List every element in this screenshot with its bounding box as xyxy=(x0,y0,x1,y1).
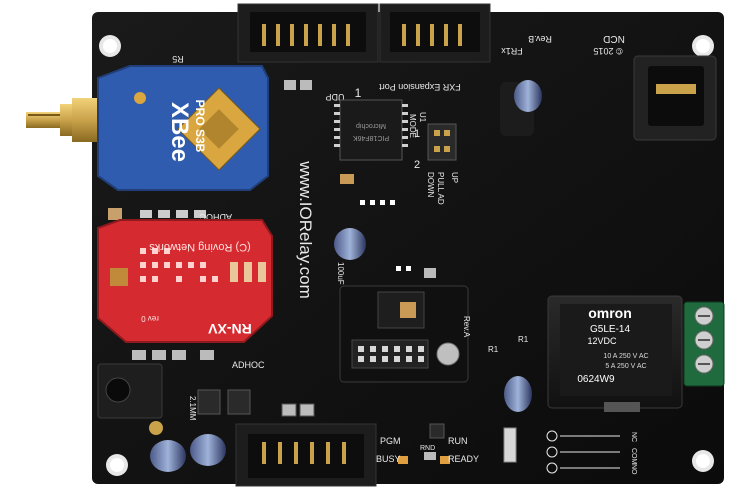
diode xyxy=(503,427,517,463)
right-connector xyxy=(633,55,717,141)
sma-antenna-connector xyxy=(26,98,98,142)
udp-label: UDP xyxy=(325,92,344,102)
status-leds xyxy=(398,423,450,464)
ic-part-text: PIC18F46K xyxy=(353,134,390,141)
relay-brand-text: omron xyxy=(588,305,632,321)
led-row-top xyxy=(108,208,206,220)
rnd-label: RND xyxy=(420,445,435,452)
run-label: RUN xyxy=(448,436,468,446)
mounting-holes xyxy=(99,35,714,476)
pull-ad-label: PULL AD xyxy=(436,172,445,205)
r5-label: R5 xyxy=(172,54,184,64)
bottom-box-header xyxy=(235,423,377,487)
relay-code-text: 0624W9 xyxy=(577,374,615,385)
busy-label: BUSY xyxy=(376,454,401,464)
smd-components-middle xyxy=(340,174,436,278)
relay-voltage-text: 12VDC xyxy=(587,336,617,346)
mode-label: MODE xyxy=(408,114,417,138)
omron-relay xyxy=(547,295,683,412)
com-label: COM xyxy=(630,448,637,465)
pgm-label: PGM xyxy=(380,436,401,446)
top-box-headers xyxy=(237,3,491,63)
relay-contact-diagram xyxy=(546,430,620,474)
website-silkscreen: www.IORelay.com xyxy=(296,160,315,299)
no-label: NO xyxy=(630,464,637,475)
relay-model-text: G5LE-14 xyxy=(590,324,630,335)
adhoc-bottom-label: ADHOC xyxy=(232,360,265,370)
daughter-board xyxy=(339,285,469,383)
relay-rating-1-text: 10 A 250 V AC xyxy=(603,353,648,360)
fr-label: FR1x xyxy=(501,46,523,56)
ic-brand-text: Microchip xyxy=(356,122,386,129)
ready-label: READY xyxy=(448,454,479,464)
terminal-block xyxy=(683,301,725,387)
capacitors-bottom-left xyxy=(150,434,226,472)
ncd-label: NCD xyxy=(603,33,625,44)
daughter-rev-label: Rev.A xyxy=(462,316,471,338)
capacitors-middle xyxy=(334,80,542,412)
r1-right-label: R1 xyxy=(518,335,529,344)
cap-value-label: 100uF xyxy=(336,262,345,285)
down-label: DOWN xyxy=(426,172,435,198)
xbee-module xyxy=(97,65,269,191)
adhoc-top-label: ADHOC xyxy=(199,212,232,222)
power-jack xyxy=(97,363,163,435)
rn-xv-model-text: RN-XV xyxy=(208,321,252,337)
xbee-model-text: PRO S3B xyxy=(193,100,207,153)
jumper-1-label: 1 xyxy=(414,128,420,140)
rn-xv-module xyxy=(97,219,273,343)
microchip-ic xyxy=(334,99,408,161)
rn-xv-rev-text: rev 0 xyxy=(141,314,159,323)
relay-rating-2-text: 5 A 250 V AC xyxy=(605,363,646,370)
r1-left-label: R1 xyxy=(488,345,499,354)
nc-label: NC xyxy=(630,432,637,442)
led-row-bottom xyxy=(132,350,214,360)
u1-label: U1 xyxy=(418,112,427,123)
smd-components-bottom xyxy=(197,389,315,417)
rn-xv-brand-text: (C) Roving Networks xyxy=(149,241,251,253)
rev-b-label: Rev.B xyxy=(528,34,552,44)
fxr-port-label: FXR Expansion Port xyxy=(379,82,461,92)
up-label: UP xyxy=(450,172,459,183)
jumper-2-label: 2 xyxy=(414,159,420,171)
year-label: © 2015 xyxy=(593,46,622,56)
udp-leds xyxy=(284,80,312,90)
port-1-label: 1 xyxy=(355,86,362,100)
mode-jumper-block xyxy=(427,123,457,161)
xbee-brand-text: XBee xyxy=(166,102,193,162)
power-jack-label: 2.1MM xyxy=(188,396,197,421)
